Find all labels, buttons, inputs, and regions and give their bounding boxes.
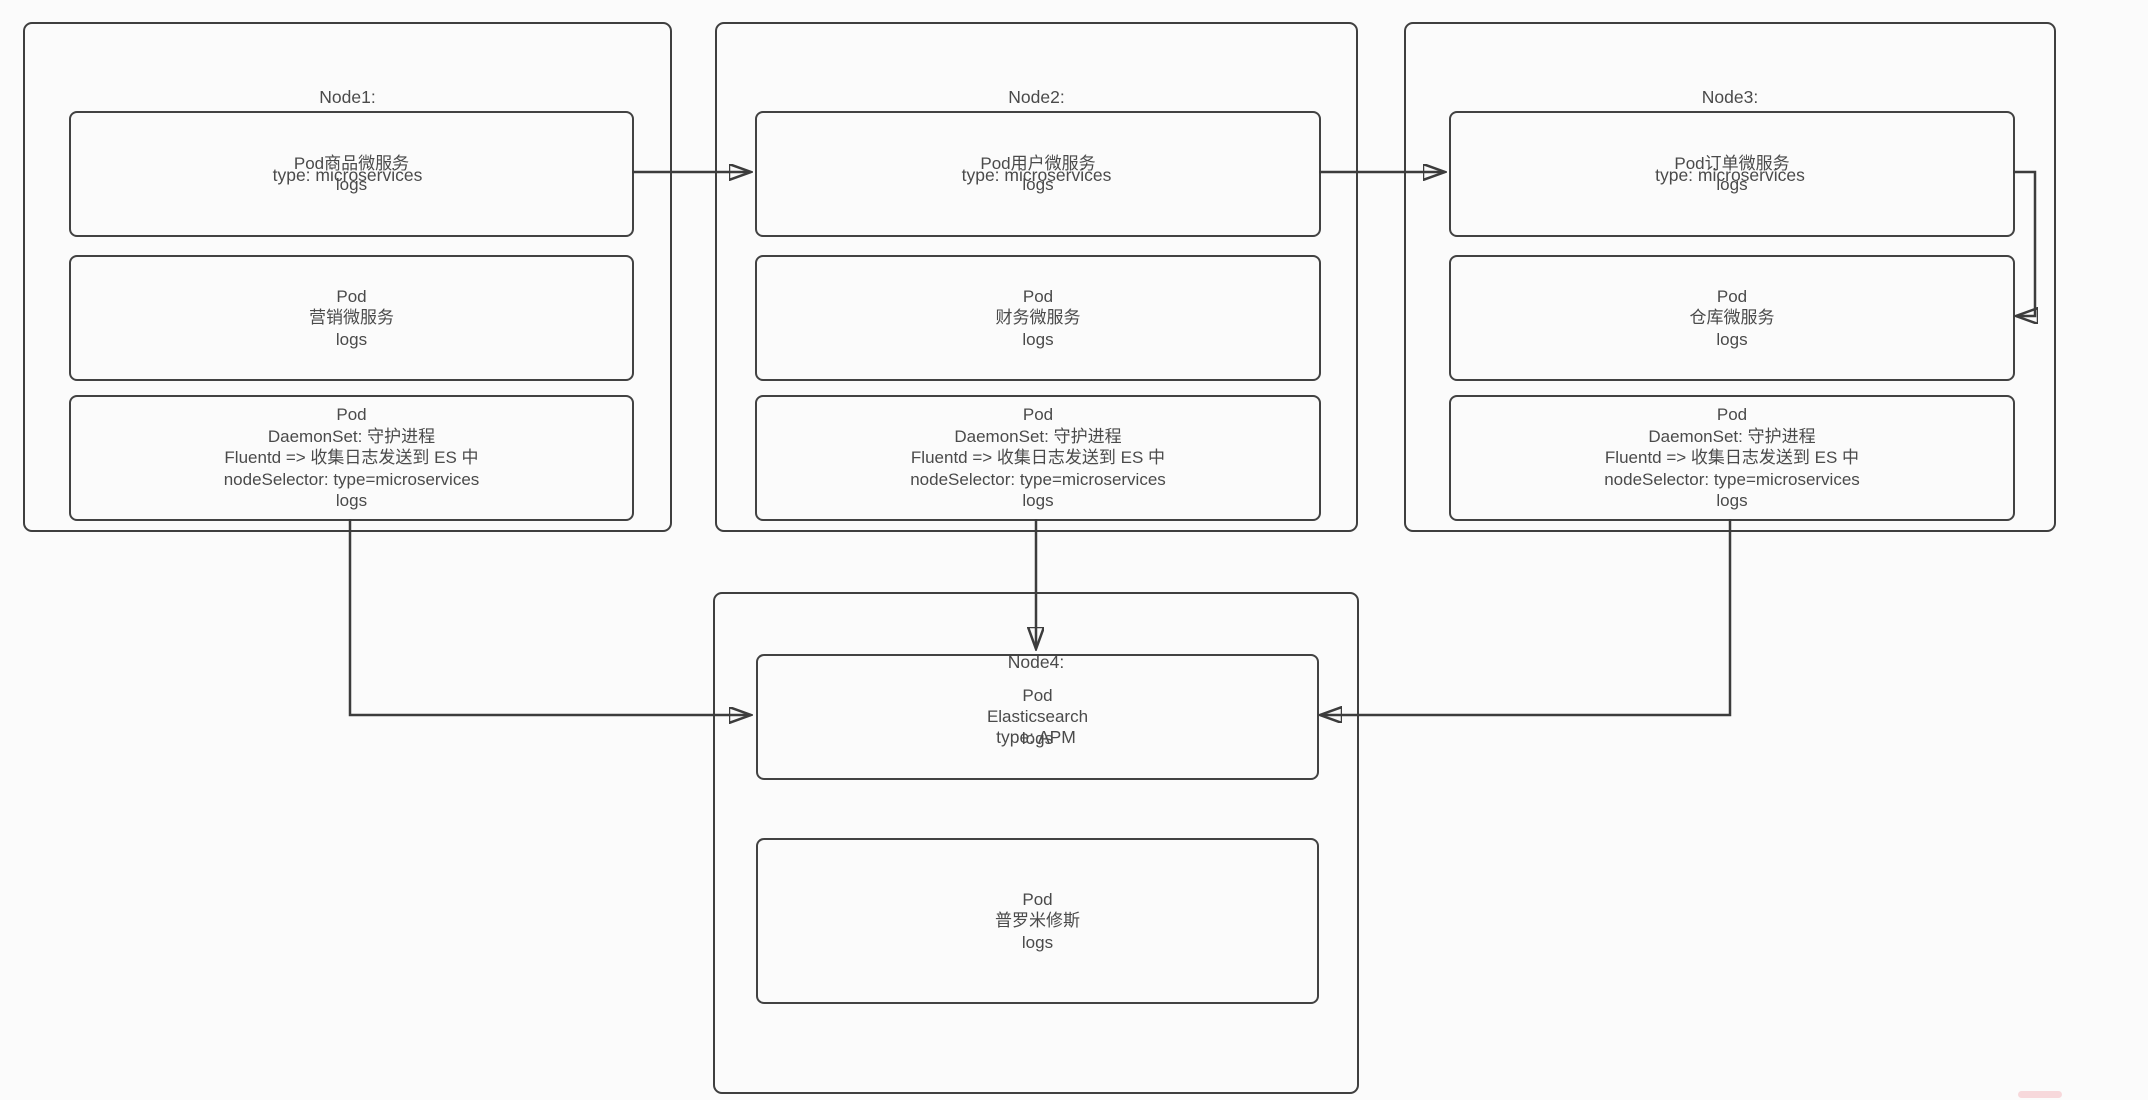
pod-text-line: Elasticsearch xyxy=(986,707,1089,727)
arrow-node1-daemonset-to-elasticsearch xyxy=(348,519,751,715)
pod-text-line: 仓库微服务 xyxy=(1689,308,1775,328)
node4-prometheus-pod: Pod 普罗米修斯 logs xyxy=(756,838,1319,1004)
node1-box: Node1: type: microservices Pod商品微服务 logs… xyxy=(23,22,672,532)
node3-box: Node3: type: microservices Pod订单微服务 logs… xyxy=(1404,22,2056,532)
node2-title-line2: type: microservices xyxy=(961,165,1112,185)
node1-product-pod: Pod商品微服务 logs xyxy=(69,111,634,237)
pod-text-line: Pod用户微服务 xyxy=(980,153,1096,173)
node3-warehouse-pod: Pod 仓库微服务 logs xyxy=(1449,255,2015,381)
pod-text-line: Pod xyxy=(1022,685,1053,705)
pod-text-line: logs xyxy=(1021,932,1054,952)
node2-finance-pod: Pod 财务微服务 logs xyxy=(755,255,1321,381)
node3-daemonset-pod: Pod DaemonSet: 守护进程 Fluentd => 收集日志发送到 E… xyxy=(1449,395,2015,521)
pod-text-line: nodeSelector: type=microservices xyxy=(1604,469,1860,489)
pod-text-line: nodeSelector: type=microservices xyxy=(223,469,480,489)
pod-text-line: Pod xyxy=(336,405,367,425)
pod-text-line: 普罗米修斯 xyxy=(995,911,1080,931)
pod-text-line: Pod xyxy=(1022,286,1054,306)
pod-text-line: logs xyxy=(1022,329,1054,349)
node2-title: Node2: type: microservices xyxy=(717,32,1356,240)
node1-title: Node1: type: microservices xyxy=(25,32,670,240)
pod-text-line: logs xyxy=(1716,329,1748,349)
node4-title: Node4: type: APM xyxy=(715,600,1357,800)
node4-elasticsearch-pod: Pod Elasticsearch logs xyxy=(756,654,1319,780)
pod-text-line: Pod xyxy=(1022,889,1053,909)
pod-text-line: Pod xyxy=(1022,405,1054,425)
node3-title-line1: Node3: xyxy=(1701,87,1759,107)
node3-title: Node3: type: microservices xyxy=(1406,32,2054,240)
node4-title-line2: type: APM xyxy=(996,727,1076,747)
artifact-pink-smudge xyxy=(2018,1091,2062,1098)
pod-text-line: Pod订单微服务 xyxy=(1674,153,1790,173)
node1-marketing-pod: Pod 营销微服务 logs xyxy=(69,255,634,381)
node2-daemonset-pod: Pod DaemonSet: 守护进程 Fluentd => 收集日志发送到 E… xyxy=(755,395,1321,521)
pod-text-line: Pod xyxy=(336,286,367,306)
pod-text-line: Pod xyxy=(1716,405,1748,425)
node3-order-pod: Pod订单微服务 logs xyxy=(1449,111,2015,237)
pod-text-line: 营销微服务 xyxy=(309,308,394,328)
pod-text-line: Fluentd => 收集日志发送到 ES 中 xyxy=(1604,448,1860,468)
pod-text-line: logs xyxy=(1716,491,1748,511)
pod-text-line: logs xyxy=(1716,175,1748,194)
pod-text-line: Fluentd => 收集日志发送到 ES 中 xyxy=(224,448,479,468)
pod-text-line: DaemonSet: 守护进程 xyxy=(267,426,436,446)
node2-user-pod: Pod用户微服务 logs xyxy=(755,111,1321,237)
pod-text-line: Pod商品微服务 xyxy=(293,153,410,173)
pod-text-line: DaemonSet: 守护进程 xyxy=(1648,426,1816,446)
pod-text-line: Pod xyxy=(1716,286,1748,306)
node1-title-line1: Node1: xyxy=(319,87,376,107)
node1-daemonset-pod: Pod DaemonSet: 守护进程 Fluentd => 收集日志发送到 E… xyxy=(69,395,634,521)
pod-text-line: logs xyxy=(335,329,368,349)
node4-title-line1: Node4: xyxy=(1007,652,1065,672)
pod-text-line: logs xyxy=(335,491,368,511)
pod-text-line: logs xyxy=(1022,491,1054,511)
node2-title-line1: Node2: xyxy=(1008,87,1065,107)
pod-text-line: Fluentd => 收集日志发送到 ES 中 xyxy=(910,448,1166,468)
pod-text-line: 财务微服务 xyxy=(995,308,1081,328)
pod-text-line: logs xyxy=(1021,728,1054,748)
pod-text-line: logs xyxy=(1022,175,1054,194)
pod-text-line: nodeSelector: type=microservices xyxy=(910,469,1166,489)
node2-box: Node2: type: microservices Pod用户微服务 logs… xyxy=(715,22,1358,532)
pod-text-line: logs xyxy=(335,175,368,194)
node1-title-line2: type: microservices xyxy=(272,165,423,185)
node4-box: Node4: type: APM Pod Elasticsearch logs … xyxy=(713,592,1359,1094)
pod-text-line: DaemonSet: 守护进程 xyxy=(954,426,1122,446)
arrow-node3-daemonset-to-elasticsearch xyxy=(1320,519,1732,715)
node3-title-line2: type: microservices xyxy=(1655,165,1805,185)
